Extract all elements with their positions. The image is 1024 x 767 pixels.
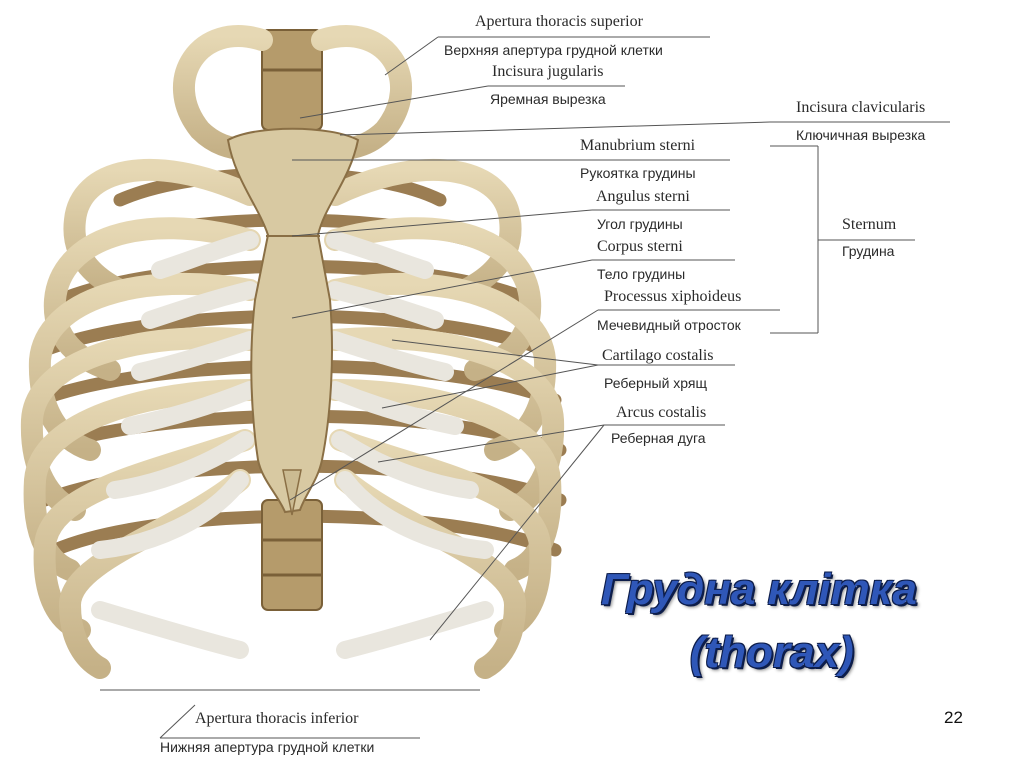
label-apertura-superior-lat: Apertura thoracis superior [475,13,643,31]
label-cartilago-rus: Реберный хрящ [604,375,707,391]
label-angulus-lat: Angulus sterni [596,188,690,206]
label-corpus-lat: Corpus sterni [597,238,683,256]
label-apertura-inferior-lat: Apertura thoracis inferior [195,710,358,728]
label-xiphoid-lat: Processus xiphoideus [604,288,741,306]
label-arcus-lat: Arcus costalis [616,404,706,422]
label-incisura-clavicularis-lat: Incisura clavicularis [796,99,925,117]
label-incisura-jugularis-lat: Incisura jugularis [492,63,604,81]
slide-subtitle: (thorax) [690,628,854,678]
label-xiphoid-rus: Мечевидный отросток [597,317,741,333]
label-apertura-superior-rus: Верхняя апертура грудной клетки [444,42,663,58]
label-manubrium-rus: Рукоятка грудины [580,165,696,181]
label-angulus-rus: Угол грудины [597,216,683,232]
label-arcus-rus: Реберная дуга [611,430,706,446]
label-incisura-jugularis-rus: Яремная вырезка [490,91,606,107]
label-corpus-rus: Тело грудины [597,266,685,282]
label-sternum-lat: Sternum [842,216,896,234]
page-number: 22 [944,708,963,728]
slide-title: Грудна клітка [601,565,917,615]
label-cartilago-lat: Cartilago costalis [602,347,714,365]
label-apertura-inferior-rus: Нижняя апертура грудной клетки [160,739,374,755]
label-incisura-clavicularis-rus: Ключичная вырезка [796,127,925,143]
label-manubrium-lat: Manubrium sterni [580,137,695,155]
label-sternum-rus: Грудина [842,243,894,259]
